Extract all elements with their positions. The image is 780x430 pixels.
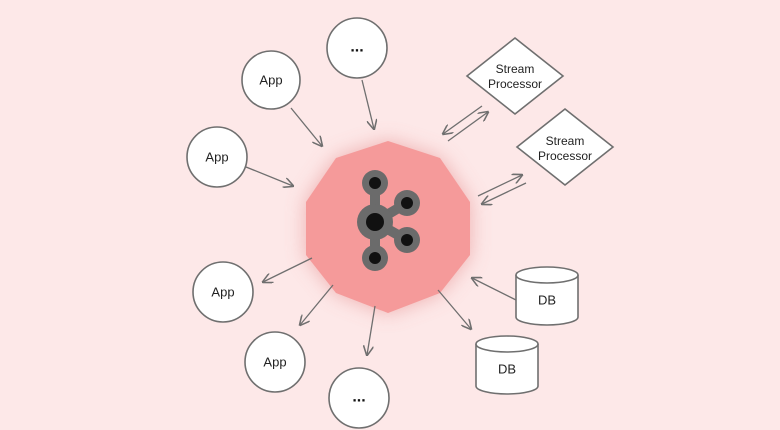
ellipsis-node-top: ... <box>326 17 388 79</box>
app-node-left: App <box>186 126 248 188</box>
arrow-stream-processor-2-to-hub <box>482 182 527 204</box>
app-node-top: App <box>241 50 301 110</box>
stream-processor-2-label-line2: Processor <box>538 149 592 163</box>
db-node-bottom: DB <box>475 335 539 395</box>
db-node-right: DB <box>515 266 579 326</box>
arrow-hub-to-ellipsis-bottom <box>367 305 376 355</box>
kafka-logo-icon <box>357 170 420 271</box>
arrow-hub-to-stream-processor-1 <box>447 112 488 142</box>
ellipsis-node-top-label: ... <box>350 39 363 56</box>
arrow-hub-to-app-lower-left <box>263 257 313 282</box>
arrow-stream-processor-1-to-hub <box>443 105 483 134</box>
ellipsis-node-bottom: ... <box>328 367 390 429</box>
app-node-bottom: App <box>244 331 306 393</box>
arrow-app-top-to-hub <box>290 107 322 146</box>
ellipsis-node-bottom-label: ... <box>352 389 365 406</box>
kafka-hub <box>306 141 470 313</box>
stream-processor-node-2: Stream Processor <box>515 107 615 187</box>
app-node-lower-left: App <box>192 261 254 323</box>
app-node-top-label: App <box>259 73 282 88</box>
stream-processor-2-label-line1: Stream <box>546 134 585 148</box>
stream-processor-node-1: Stream Processor <box>465 36 565 116</box>
arrow-app-left-to-hub <box>245 166 293 186</box>
arrow-hub-to-app-bottom <box>300 284 334 325</box>
arrow-hub-to-stream-processor-2 <box>477 175 522 197</box>
arrow-ellipsis-to-hub <box>361 79 374 129</box>
arrow-hub-to-db-bottom <box>437 289 471 329</box>
arrow-db-right-to-hub <box>472 278 517 301</box>
stream-processor-1-label-line2: Processor <box>488 77 542 91</box>
app-node-lower-left-label: App <box>211 285 234 300</box>
stream-processor-1-label-line1: Stream <box>496 62 535 76</box>
db-node-right-label: DB <box>538 293 556 308</box>
db-node-bottom-label: DB <box>498 362 516 377</box>
app-node-bottom-label: App <box>263 355 286 370</box>
app-node-left-label: App <box>205 150 228 165</box>
